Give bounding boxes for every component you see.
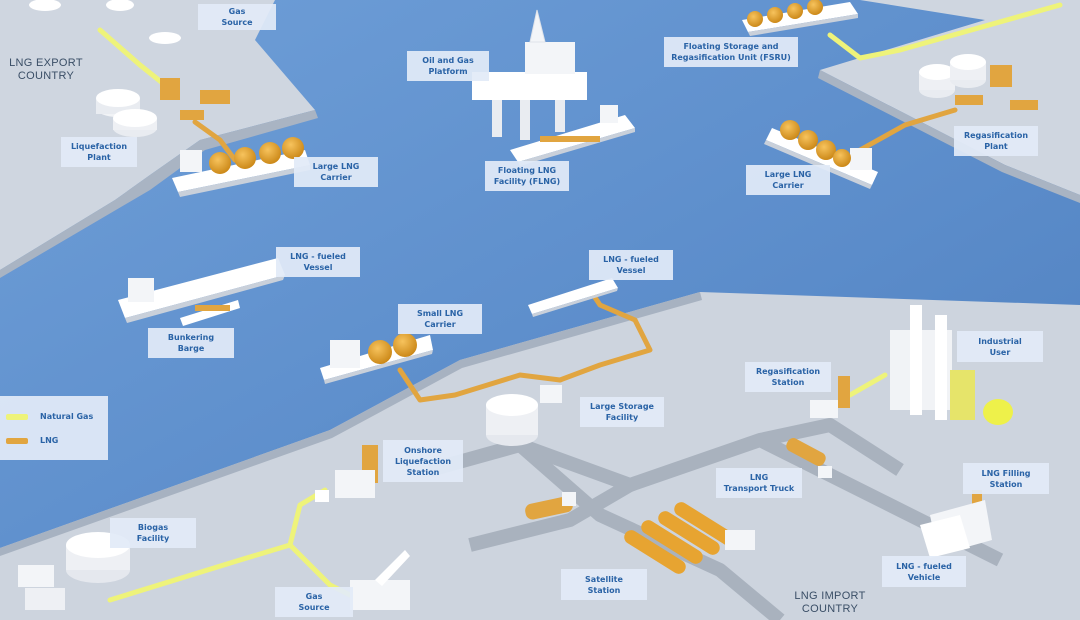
export-country-land xyxy=(0,0,315,270)
label-gas-source-top: Gas Source xyxy=(198,4,276,30)
legend-swatch-lng xyxy=(6,437,28,444)
label-flng: Floating LNG Facility (FLNG) xyxy=(485,161,569,191)
legend-swatch-natural-gas xyxy=(6,413,28,420)
label-large-storage-facility: Large Storage Facility xyxy=(580,397,664,427)
legend-label-natural-gas: Natural Gas xyxy=(40,412,94,421)
label-bunkering-barge: Bunkering Barge xyxy=(148,328,234,358)
small-lng-carrier-icon xyxy=(320,333,433,384)
liquefaction-plant-icon xyxy=(96,78,230,137)
label-large-lng-carrier-right: Large LNG Carrier xyxy=(746,165,830,195)
gas-source-top-icon xyxy=(29,0,181,44)
label-oil-gas-platform: Oil and Gas Platform xyxy=(407,51,489,81)
lng-fueled-vessel-center-icon xyxy=(528,278,618,317)
label-gas-source-bottom: Gas Source xyxy=(275,587,353,617)
label-regasification-station: Regasification Station xyxy=(745,362,831,392)
gas-source-bottom-icon xyxy=(350,550,410,610)
large-lng-carrier-right-icon xyxy=(764,120,878,189)
label-large-lng-carrier-left: Large LNG Carrier xyxy=(294,157,378,187)
label-onshore-liquefaction-station: Onshore Liquefaction Station xyxy=(383,440,463,482)
fsru-icon xyxy=(742,0,858,36)
lng-transport-truck-icon xyxy=(525,438,832,520)
label-small-lng-carrier: Small LNG Carrier xyxy=(398,304,482,334)
lng-pipelines xyxy=(192,107,958,403)
label-fsru: Floating Storage and Regasification Unit… xyxy=(664,37,798,67)
label-lng-fueled-vehicle: LNG - fueled Vehicle xyxy=(882,556,966,587)
industrial-user-icon xyxy=(810,305,1013,425)
biogas-facility-icon xyxy=(18,532,130,610)
label-regasification-plant: Regasification Plant xyxy=(954,126,1038,156)
bunkering-barge-icon xyxy=(180,300,240,326)
regasification-plant-icon xyxy=(919,54,1038,110)
legend-label-lng: LNG xyxy=(40,436,59,445)
label-liquefaction-plant: Liquefaction Plant xyxy=(61,137,137,167)
label-lng-fueled-vessel-left: LNG - fueled Vessel xyxy=(276,247,360,277)
large-lng-carrier-left-icon xyxy=(172,137,310,197)
legend-item-lng: LNG xyxy=(6,436,58,445)
label-biogas-facility: Biogas Facility xyxy=(110,518,196,548)
label-lng-filling-station: LNG Filling Station xyxy=(963,463,1049,494)
lng-fueled-vessel-left-icon xyxy=(118,258,285,323)
legend: Natural Gas LNG xyxy=(0,396,108,460)
oil-gas-platform-icon xyxy=(472,9,587,140)
lng-fueled-vehicle-icon xyxy=(920,515,970,558)
onshore-liquefaction-station-icon xyxy=(315,445,378,502)
large-storage-facility-icon xyxy=(486,385,562,446)
label-industrial-user: Industrial User xyxy=(957,331,1043,362)
flng-icon xyxy=(510,105,635,166)
export-country-label: LNG EXPORT COUNTRY xyxy=(9,57,83,82)
satellite-station-icon xyxy=(624,502,755,574)
import-country-label: LNG IMPORT COUNTRY xyxy=(794,590,866,615)
label-lng-fueled-vessel-center: LNG - fueled Vessel xyxy=(589,250,673,280)
label-lng-transport-truck: LNG Transport Truck xyxy=(716,468,802,498)
legend-item-natural-gas: Natural Gas xyxy=(6,412,93,421)
label-satellite-station: Satellite Station xyxy=(561,569,647,600)
